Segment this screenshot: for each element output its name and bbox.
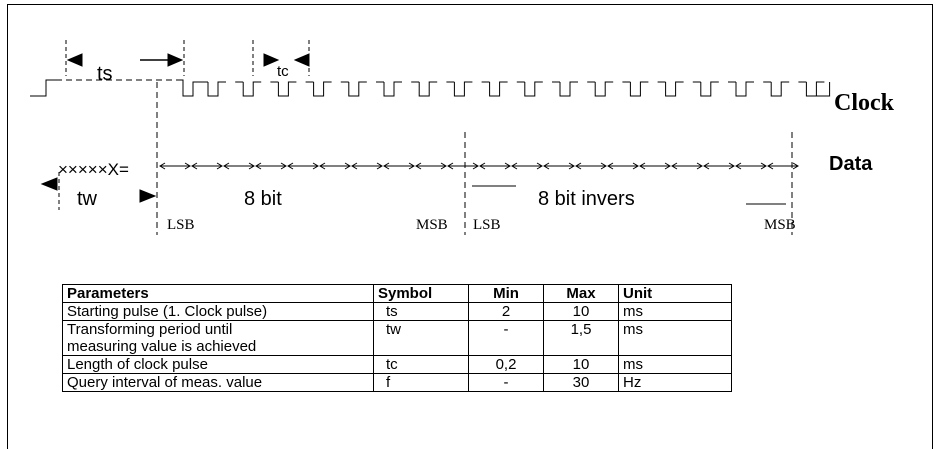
bits-label: 8 bit [244, 188, 282, 210]
tw-right-arrow-icon [139, 189, 157, 203]
max-cell: 10 [543, 355, 619, 374]
ts-label: ts [97, 63, 113, 85]
tc-dimension [252, 40, 310, 76]
max-cell: 10 [543, 302, 619, 321]
data-bit-arrow-icon [383, 162, 415, 170]
header-parameters: Parameters [62, 284, 374, 303]
data-label: Data [829, 153, 873, 175]
data-bit-arrow-icon [191, 162, 223, 170]
data-bit-arrow-icon [671, 162, 703, 170]
tc-left-arrow-icon [293, 53, 310, 67]
tw-label: tw [77, 188, 98, 210]
data-bit-arrow-icon [223, 162, 255, 170]
lsb-label-1: LSB [167, 217, 195, 233]
table-row: Starting pulse (1. Clock pulse) ts 2 10 … [62, 302, 732, 321]
msb-label-1: MSB [416, 217, 448, 233]
param-cell: Starting pulse (1. Clock pulse) [62, 302, 374, 321]
symbol-cell: f [373, 373, 469, 392]
clock-waveform [30, 79, 831, 235]
data-bit-arrow-icon [767, 162, 799, 170]
tc-label: tc [277, 63, 289, 80]
data-bit-arrow-icon [255, 162, 287, 170]
header-max: Max [543, 284, 619, 303]
min-cell: - [468, 373, 544, 392]
data-bit-arrow-icon [415, 162, 447, 170]
data-bit-arrow-icon [479, 162, 511, 170]
symbol-cell: tc [373, 355, 469, 374]
ts-dimension [65, 40, 185, 76]
lsb-label-2: LSB [473, 217, 501, 233]
symbol-cell: tw [373, 320, 469, 356]
tw-dimension [40, 172, 157, 210]
min-cell: 0,2 [468, 355, 544, 374]
unit-cell: ms [618, 302, 732, 321]
data-bit-arrow-icon [607, 162, 639, 170]
min-cell: 2 [468, 302, 544, 321]
data-bit-arrow-icon [735, 162, 767, 170]
unit-cell: ms [618, 320, 732, 356]
data-bit-arrow-icon [575, 162, 607, 170]
table-header-row: Parameters Symbol Min Max Unit [62, 284, 732, 303]
max-cell: 30 [543, 373, 619, 392]
unit-cell: Hz [618, 373, 732, 392]
diagram-frame [7, 4, 933, 449]
data-bit-arrow-icon [319, 162, 351, 170]
table-row: Query interval of meas. value f - 30 Hz [62, 373, 732, 392]
parameters-table: Parameters Symbol Min Max Unit Starting … [62, 284, 732, 392]
msb-label-2: MSB [764, 217, 796, 233]
param-line-1: Transforming period until [67, 321, 233, 338]
bits-inverse-label: 8 bit invers [538, 188, 635, 210]
table-row: Length of clock pulse tc 0,2 10 ms [62, 355, 732, 374]
header-min: Min [468, 284, 544, 303]
clock-label: Clock [834, 90, 895, 116]
ts-right-arrow-icon [167, 53, 184, 67]
header-unit: Unit [618, 284, 732, 303]
data-waveform [159, 162, 799, 170]
data-bit-arrow-icon [511, 162, 543, 170]
data-bit-arrow-icon [447, 162, 479, 170]
min-cell: - [468, 320, 544, 356]
data-prefix: ×××××X= [58, 160, 129, 179]
data-bit-arrow-icon [703, 162, 735, 170]
data-bit-arrow-icon [639, 162, 671, 170]
tc-right-arrow-icon [263, 53, 280, 67]
data-bit-arrow-icon [159, 162, 191, 170]
data-bit-arrow-icon [351, 162, 383, 170]
unit-cell: ms [618, 355, 732, 374]
symbol-cell: ts [373, 302, 469, 321]
tw-left-arrow-icon [40, 177, 58, 191]
data-bit-arrow-icon [543, 162, 575, 170]
inverse-bars [472, 185, 786, 205]
ts-left-arrow-icon [66, 53, 83, 67]
data-bit-arrow-icon [287, 162, 319, 170]
param-line-2: measuring value is achieved [67, 338, 257, 355]
header-symbol: Symbol [373, 284, 469, 303]
max-cell: 1,5 [543, 320, 619, 356]
param-cell: Query interval of meas. value [62, 373, 374, 392]
param-cell: Length of clock pulse [62, 355, 374, 374]
